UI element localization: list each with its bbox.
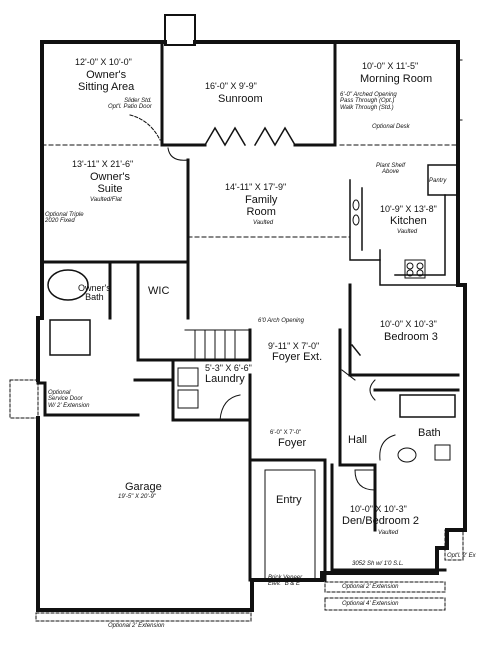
den-note: Vaulted (378, 530, 399, 536)
family-dim: 14'-11" X 17'-9" (225, 182, 287, 192)
optional-desk-note: Optional Desk (372, 124, 410, 130)
kitchen-dim: 10'-9" X 13'-8" (380, 204, 437, 214)
bedroom3-name: Bedroom 3 (384, 331, 438, 343)
foyer-name: Foyer (278, 437, 307, 449)
chimney (164, 14, 196, 46)
optional-triple-note: Optional Triple 2020 Fixed (45, 212, 84, 225)
owners-sitting-dim: 12'-0" X 10'-0" (75, 57, 132, 67)
owners-suite-note: Vaulted/Flat (90, 197, 122, 203)
laundry-dim: 5'-3" X 6'-6" (205, 363, 252, 373)
opt-2-ex-side: Opt'l. 2' Ex (447, 553, 476, 559)
plant-shelf-note: Plant Shelf Above (376, 163, 406, 176)
owners-bath-name: Owner's Bath (78, 283, 111, 303)
sunroom-name: Sunroom (218, 93, 263, 105)
kitchen-note: Vaulted (397, 229, 418, 235)
kitchen-name: Kitchen (390, 215, 427, 227)
foyer-ext-name: Foyer Ext. (272, 351, 323, 363)
wic-name: WIC (148, 285, 170, 297)
garage-name: Garage (125, 481, 162, 493)
bath-name: Bath (418, 427, 441, 439)
den-name: Den/Bedroom 2 (342, 515, 420, 527)
morning-name: Morning Room (360, 73, 433, 85)
garage-dim: 19'-5" X 20'-9" (118, 494, 156, 500)
foyer-dim: 6'-0" X 7'-0" (270, 430, 302, 436)
brick-veneer-note: Brick Veneer Elev. "B & E" (268, 575, 303, 588)
exterior-wall (36, 40, 467, 612)
owners-suite-name: Owner's Suite (90, 171, 130, 195)
slider-note: Slider Std. Opt'l. Patio Door (108, 98, 152, 111)
bedroom3-dim: 10'-0" X 10'-3" (380, 319, 437, 329)
entry-name: Entry (276, 494, 302, 506)
owners-sitting-name: Owner's Sitting Area (78, 69, 135, 93)
owners-suite-dim: 13'-11" X 21'-6" (72, 159, 134, 169)
exterior-wall (36, 40, 44, 382)
arched-note: 6'-0" Arched Opening Pass Through (Opt.)… (340, 92, 397, 111)
morning-dim: 10'-0" X 11'-5" (362, 61, 419, 71)
service-door-note: Optional Service Door W/ 2' Extension (48, 390, 90, 409)
foyer-ext-dim: 9'-11" X 7'-0" (268, 341, 320, 351)
window-spec-note: 3052 Sh w/ 1'0 S.L. (352, 561, 404, 567)
hall-name: Hall (348, 434, 367, 446)
family-name: Family Room (245, 194, 278, 218)
pantry-label: Pantry (429, 178, 447, 184)
opt-2-ext-right: Optional 2' Extension (342, 584, 399, 590)
family-note: Vaulted (253, 220, 274, 226)
sunroom-dim: 16'-0" X 9'-9" (205, 81, 257, 91)
laundry-name: Laundry (205, 373, 245, 385)
opt-4-ext: Optional 4' Extension (342, 601, 399, 607)
den-dim: 10'-0" X 10'-3" (350, 504, 407, 514)
opt-2-ext-bottom: Optional 2' Extension (108, 623, 165, 629)
arch-opening-note: 6'0 Arch Opening (258, 318, 304, 324)
